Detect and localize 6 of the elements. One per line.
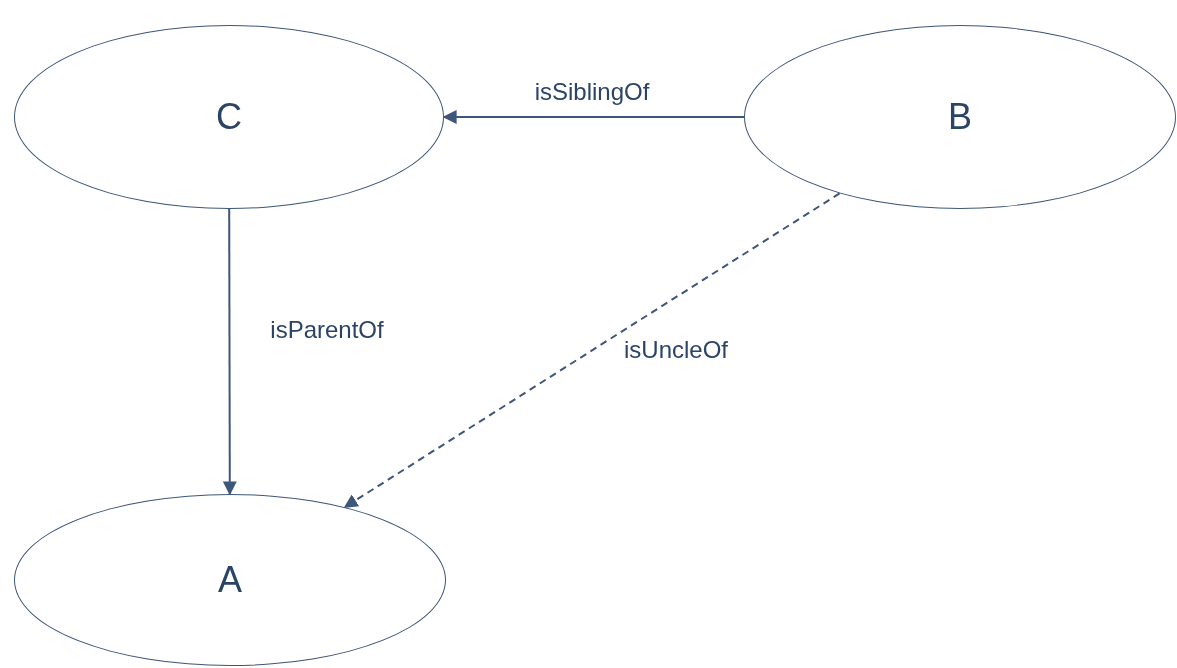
node-label: B bbox=[948, 96, 972, 138]
node-label: A bbox=[218, 559, 242, 601]
arrow bbox=[222, 208, 237, 496]
node-label: C bbox=[216, 96, 242, 138]
arrow bbox=[442, 110, 745, 124]
arrow bbox=[343, 192, 841, 509]
